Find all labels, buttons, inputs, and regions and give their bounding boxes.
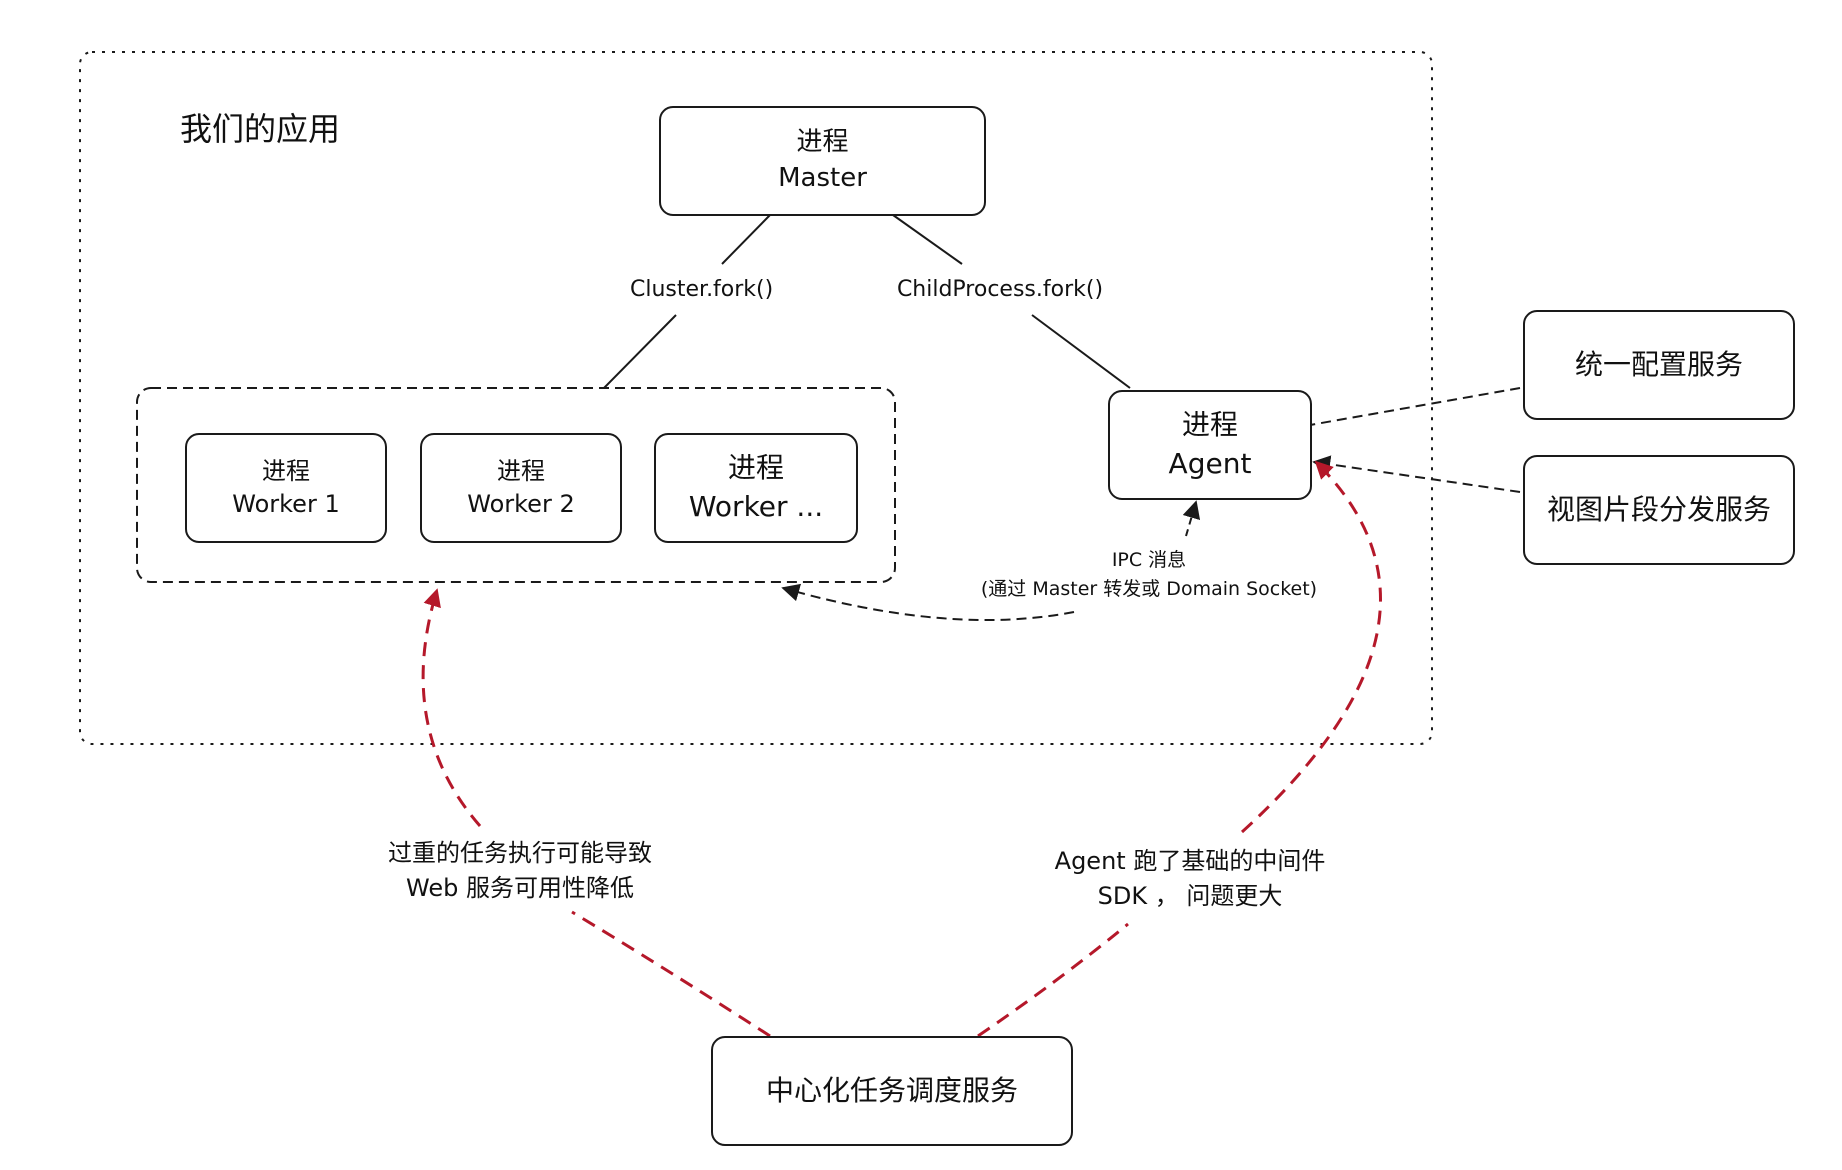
child-fork-edge-lower <box>1031 314 1131 389</box>
worker-process-name: Worker ... <box>688 490 824 523</box>
agent-process-label: 进程 <box>1181 408 1238 442</box>
cluster-fork-edge-lower <box>603 314 677 389</box>
child-fork-edge-upper <box>892 214 963 265</box>
scheduler-to-workers-lower <box>571 910 771 1038</box>
worker-process-node: 进程 Worker ... <box>654 433 858 543</box>
ipc-label: IPC 消息 (通过 Master 转发或 Domain Socket) <box>972 546 1326 603</box>
cluster-fork-edge-upper <box>721 214 771 265</box>
agent-risk-note-line2: SDK ， 问题更大 <box>1097 881 1283 910</box>
agent-risk-note-line1: Agent 跑了基础的中间件 <box>1054 847 1326 875</box>
child-fork-label: ChildProcess.fork() <box>896 277 1104 302</box>
agent-risk-note: Agent 跑了基础的中间件 SDK ， 问题更大 <box>1040 844 1340 914</box>
worker-process-label: 进程 <box>497 456 545 485</box>
config-service-label: 统一配置服务 <box>1574 347 1743 381</box>
ipc-label-title: IPC 消息 <box>1111 549 1187 571</box>
view-fragment-service-label: 视图片段分发服务 <box>1546 492 1771 526</box>
worker-process-node: 进程 Worker 1 <box>185 433 387 543</box>
agent-process-node: 进程 Agent <box>1108 390 1312 500</box>
scheduler-to-agent-lower <box>977 922 1129 1038</box>
cluster-fork-label: Cluster.fork() <box>630 277 774 302</box>
worker-group-boundary <box>136 387 896 583</box>
master-process-name: Master <box>778 163 867 193</box>
scheduler-service-node: 中心化任务调度服务 <box>711 1036 1073 1146</box>
worker-process-name: Worker 1 <box>232 490 340 518</box>
app-title: 我们的应用 <box>180 110 341 148</box>
ipc-edge-to-workers <box>781 583 1075 621</box>
config-service-edge <box>1309 387 1521 426</box>
scheduler-to-workers-upper <box>421 588 482 827</box>
scheduler-service-label: 中心化任务调度服务 <box>765 1073 1018 1107</box>
view-fragment-service-node: 视图片段分发服务 <box>1523 455 1795 565</box>
agent-process-name: Agent <box>1168 447 1252 480</box>
ipc-edge-to-agent <box>1182 500 1201 537</box>
worker-process-label: 进程 <box>262 456 310 485</box>
workers-risk-note: 过重的任务执行可能导致 Web 服务可用性降低 <box>370 836 670 906</box>
view-service-edge <box>1312 455 1521 493</box>
ipc-label-detail: (通过 Master 转发或 Domain Socket) <box>980 577 1318 600</box>
workers-risk-note-line1: 过重的任务执行可能导致 <box>388 839 652 867</box>
config-service-node: 统一配置服务 <box>1523 310 1795 420</box>
worker-process-node: 进程 Worker 2 <box>420 433 622 543</box>
master-process-node: 进程 Master <box>659 106 986 216</box>
worker-process-label: 进程 <box>727 451 784 485</box>
app-boundary <box>79 51 1433 745</box>
master-process-label: 进程 <box>796 127 849 158</box>
workers-risk-note-line2: Web 服务可用性降低 <box>406 873 634 902</box>
scheduler-to-agent-upper <box>1240 460 1382 834</box>
worker-process-name: Worker 2 <box>467 490 575 518</box>
